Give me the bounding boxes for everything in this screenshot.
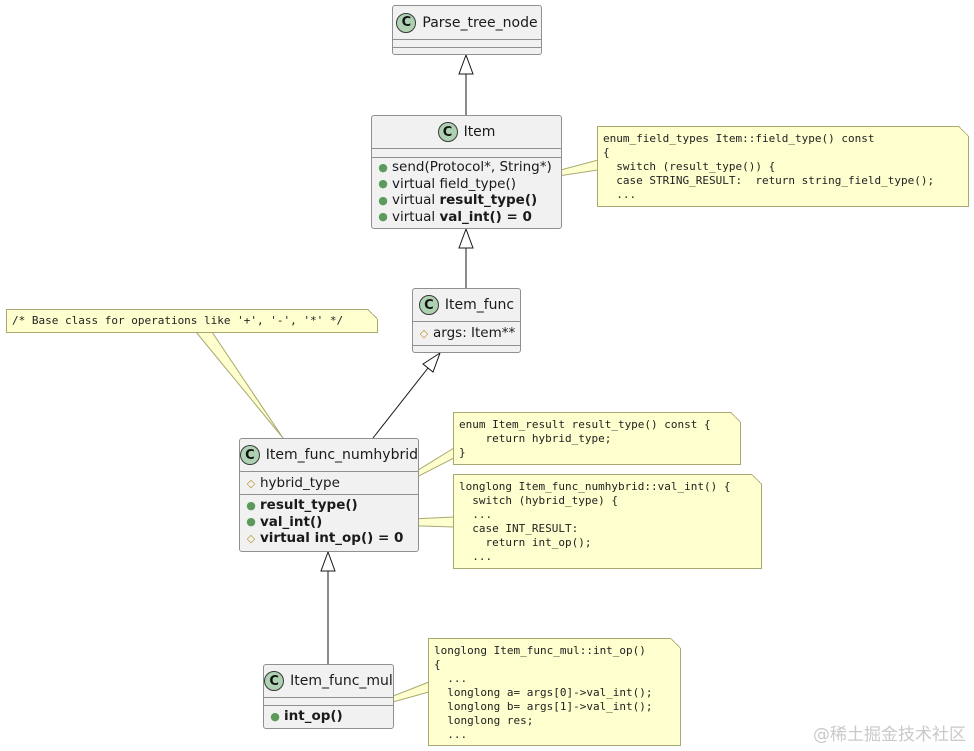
- public-visibility-icon: ●: [378, 210, 388, 224]
- method-bold-text: result_type(): [260, 497, 358, 514]
- note-field-type: enum_field_types Item::field_type() cons…: [597, 126, 969, 207]
- method-bold-text: result_type(): [439, 192, 538, 209]
- class-name: Item: [463, 124, 496, 140]
- note-val-int: longlong Item_func_numhybrid::val_int() …: [453, 474, 762, 569]
- class-name: Item_func_mul: [290, 673, 393, 689]
- note-fold-corner: [752, 474, 762, 484]
- note-fold-corner: [731, 412, 741, 422]
- class-icon: C: [396, 12, 417, 33]
- inheritance-arrow-numhybrid: [422, 351, 441, 373]
- note-text: enum_field_types Item::field_type() cons…: [603, 132, 935, 201]
- method-row: ● virtual val_int() = 0: [372, 209, 561, 226]
- method-row: ● val_int(): [240, 514, 418, 531]
- method-text: virtual field_type(): [392, 175, 517, 192]
- note-text: longlong Item_func_numhybrid::val_int() …: [459, 480, 731, 563]
- inheritance-line-numhybrid: [372, 367, 429, 439]
- public-visibility-icon: ●: [246, 515, 256, 529]
- inheritance-arrow-item: [458, 53, 474, 75]
- note-fold-corner: [368, 309, 378, 319]
- method-text: virtual: [392, 192, 440, 209]
- protected-visibility-icon: ◇: [246, 531, 256, 545]
- public-visibility-icon: ●: [378, 160, 388, 174]
- note-fold-corner: [671, 638, 681, 648]
- note-text: /* Base class for operations like '+', '…: [12, 314, 344, 327]
- method-row: ● result_type(): [240, 497, 418, 514]
- method-row: ● virtual result_type(): [372, 192, 561, 209]
- note-text: enum Item_result result_type() const { r…: [459, 418, 711, 459]
- field-row: ◇ args: Item**: [413, 325, 520, 342]
- method-row: ◇ virtual int_op() = 0: [240, 530, 418, 547]
- class-icon: C: [240, 445, 260, 465]
- method-row: ● int_op(): [264, 708, 393, 725]
- class-item: C Item ● send(Protocol*, String*) ● virtua…: [371, 115, 562, 229]
- method-bold-text: val_int() = 0: [439, 208, 532, 225]
- public-visibility-icon: ●: [378, 193, 388, 207]
- note-base-class: /* Base class for operations like '+', '…: [6, 309, 378, 333]
- class-parse-tree-node: C Parse_tree_node: [392, 5, 542, 55]
- method-row: ● send(Protocol*, String*): [372, 159, 561, 176]
- public-visibility-icon: ●: [246, 498, 256, 512]
- method-row: ● virtual field_type(): [372, 176, 561, 193]
- note-result-type: enum Item_result result_type() const { r…: [453, 412, 741, 465]
- protected-visibility-icon: ◇: [246, 476, 256, 490]
- protected-visibility-icon: ◇: [419, 326, 429, 340]
- public-visibility-icon: ●: [270, 709, 280, 723]
- class-icon: C: [437, 122, 458, 142]
- field-text: args: Item**: [433, 325, 516, 342]
- note-fold-corner: [959, 126, 969, 136]
- watermark-text: @稀土掘金技术社区: [813, 725, 966, 745]
- method-bold-text: int_op(): [284, 708, 343, 725]
- class-name: Parse_tree_node: [422, 14, 538, 31]
- method-bold-text: virtual int_op() = 0: [260, 530, 404, 547]
- note-text: longlong Item_func_mul::int_op() { ... l…: [434, 644, 653, 741]
- public-visibility-icon: ●: [378, 177, 388, 191]
- method-bold-text: val_int(): [260, 513, 323, 530]
- field-text: hybrid_type: [260, 475, 340, 492]
- inheritance-arrow-item-func: [458, 227, 474, 249]
- class-item-func-numhybrid: C Item_func_numhybrid ◇ hybrid_type ● resu…: [239, 438, 419, 552]
- note-int-op: longlong Item_func_mul::int_op() { ... l…: [428, 638, 681, 746]
- note-connector-base-class: [194, 331, 284, 439]
- class-icon: C: [264, 671, 285, 691]
- class-name: Item_func: [444, 297, 515, 313]
- field-row: ◇ hybrid_type: [240, 475, 418, 492]
- inheritance-arrow-mul: [320, 550, 336, 572]
- class-item-func-mul: C Item_func_mul ● int_op(): [263, 664, 394, 729]
- method-text: send(Protocol*, String*): [392, 159, 552, 176]
- class-name: Item_func_numhybrid: [265, 447, 418, 463]
- method-text: virtual: [392, 208, 440, 225]
- class-icon: C: [418, 295, 439, 315]
- class-item-func: C Item_func ◇ args: Item**: [412, 288, 521, 353]
